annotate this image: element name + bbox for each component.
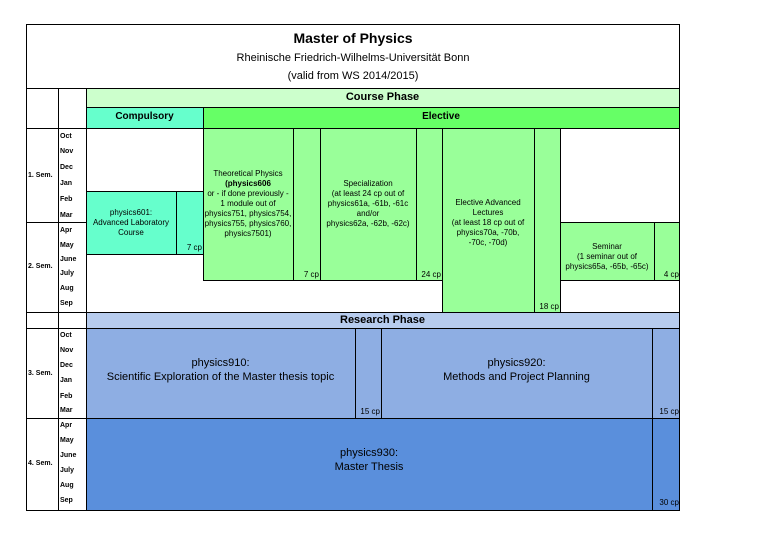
month-label: Mar — [60, 212, 73, 219]
compulsory-bar — [86, 107, 203, 128]
elective-label: Elective — [422, 111, 460, 122]
month-label: Nov — [60, 347, 74, 354]
month-label: Apr — [60, 422, 73, 429]
physics601-label: physics601: Advanced Laboratory Course — [92, 208, 170, 237]
semester-label: 2. Sem. — [28, 263, 53, 270]
month-label: Jan — [60, 180, 73, 187]
month-label: Sep — [60, 497, 73, 504]
semester-label: 3. Sem. — [28, 370, 53, 377]
month-label: May — [60, 242, 74, 249]
semester-label: 1. Sem. — [28, 172, 53, 179]
credit-points: 24 cp — [421, 270, 441, 279]
thesis-block — [86, 418, 679, 510]
compulsory-label: Compulsory — [115, 111, 174, 122]
physics601-block — [86, 191, 203, 254]
research-phase-title: Research Phase — [340, 314, 425, 326]
validity-note: (valid from WS 2014/2015) — [287, 70, 419, 82]
month-label: July — [60, 270, 75, 277]
month-label: July — [60, 467, 75, 474]
month-label: Oct — [60, 332, 72, 339]
credit-points: 18 cp — [539, 302, 559, 311]
month-label: Aug — [60, 482, 74, 489]
specialization-block — [320, 128, 442, 280]
month-label: Nov — [60, 148, 74, 155]
physics920-label: physics920: Methods and Project Planning — [443, 357, 590, 383]
course-phase-bar — [86, 89, 679, 107]
physics930-label: physics930: Master Thesis — [334, 447, 404, 473]
credit-points: 4 cp — [663, 270, 679, 279]
specialization-label: Specialization (at least 24 cp out of ph… — [326, 179, 410, 228]
credit-points: 15 cp — [360, 407, 380, 416]
month-label: Apr — [60, 227, 73, 234]
elective-lectures-block — [442, 128, 560, 312]
credit-points: 15 cp — [659, 407, 679, 416]
month-label: Sep — [60, 300, 73, 307]
theoretical-physics-block — [203, 128, 320, 280]
credit-points: 7 cp — [303, 270, 319, 279]
month-label: Jan — [60, 377, 73, 384]
month-label: Dec — [60, 164, 73, 171]
month-label: Dec — [60, 362, 73, 369]
month-label: Feb — [60, 393, 73, 400]
seminar-block — [560, 222, 679, 280]
credit-points: 30 cp — [659, 498, 679, 507]
theoretical-physics-label: Theoretical Physics (physics606 or - if … — [204, 169, 292, 238]
course-phase-title: Course Phase — [345, 91, 420, 103]
month-label: Oct — [60, 133, 72, 140]
month-label: Mar — [60, 407, 73, 414]
month-label: June — [60, 256, 77, 263]
page-title: Master of Physics — [293, 30, 413, 46]
seminar-label: Seminar (1 seminar out of physics65a, -6… — [565, 242, 649, 271]
university-name: Rheinische Friedrich-Wilhelms-Universitä… — [236, 52, 470, 64]
month-label: Aug — [60, 285, 74, 292]
elective-lectures-label: Elective Advanced Lectures (at least 18 … — [451, 197, 525, 247]
semester-label: 4. Sem. — [28, 460, 53, 467]
physics910-label: physics910: Scientific Exploration of th… — [106, 357, 335, 383]
month-label: May — [60, 437, 74, 444]
research-module-row — [86, 328, 679, 418]
elective-bar — [203, 107, 679, 128]
month-label: Feb — [60, 196, 73, 203]
month-label: June — [60, 452, 77, 459]
research-phase-bar — [86, 312, 679, 328]
credit-points: 7 cp — [186, 243, 202, 252]
